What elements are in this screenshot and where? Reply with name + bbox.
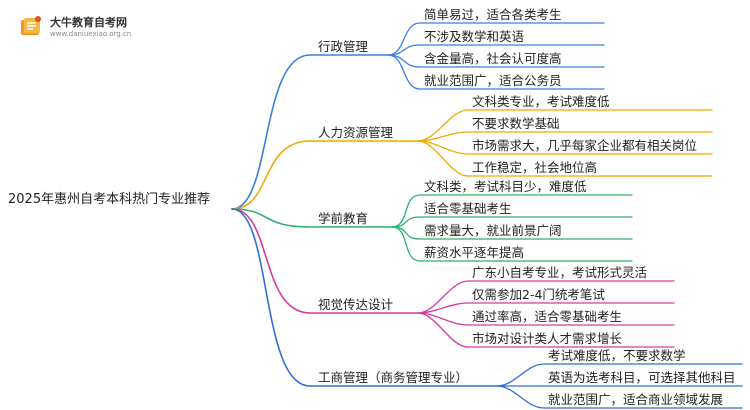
leaf-link	[391, 216, 633, 228]
leaf-label: 不涉及数学和英语	[424, 29, 525, 44]
branch-label: 行政管理	[318, 39, 369, 54]
leaf-label: 市场需求大，几乎每家企业都有相关岗位	[472, 138, 698, 153]
leaf-label: 文科类专业，考试难度低	[472, 94, 610, 109]
leaf-label: 适合零基础考生	[424, 201, 512, 216]
leaf-label: 仅需参加2-4门统考笔试	[472, 287, 605, 302]
branch-label: 学前教育	[318, 211, 369, 226]
book-logo-icon	[21, 16, 41, 35]
leaf-label: 工作稳定，社会地位高	[472, 160, 598, 175]
leaf-label: 通过率高，适合零基础考生	[472, 309, 623, 324]
leaf-label: 考试难度低，不要求数学	[548, 348, 686, 363]
branch-link	[231, 54, 389, 210]
logo-url: www.daniuexiao.org.cn	[50, 29, 132, 38]
leaf-link	[387, 22, 605, 56]
leaf-link	[417, 280, 675, 314]
leaf-link	[496, 385, 743, 409]
branch-link	[231, 208, 498, 387]
leaf-link	[417, 312, 675, 348]
leaf-label: 不要求数学基础	[472, 116, 560, 131]
branch-link	[231, 140, 419, 210]
branch-link	[231, 208, 393, 228]
branch-label: 视觉传达设计	[318, 297, 394, 312]
leaf-link	[417, 109, 713, 142]
leaf-link	[391, 194, 633, 228]
leaf-label: 就业范围广，适合商业领域发展	[548, 392, 724, 407]
leaf-link	[387, 54, 605, 90]
leaf-label: 薪资水平逐年提高	[424, 245, 525, 260]
leaf-link	[417, 140, 713, 177]
leaf-label: 市场对设计类人才需求增长	[472, 331, 623, 346]
leaf-link	[496, 363, 743, 387]
leaf-label: 英语为选考科目，可选择其他科目	[548, 370, 736, 385]
leaf-link	[417, 131, 713, 142]
branch-link	[231, 208, 419, 314]
leaf-label: 文科类，考试科目少，难度低	[424, 179, 587, 194]
leaf-label: 需求量大，就业前景广阔	[424, 223, 562, 238]
leaf-link	[417, 302, 675, 314]
branch-label: 工商管理（商务管理专业）	[318, 370, 469, 385]
logo-name: 大牛教育自考网	[50, 15, 127, 29]
root-topic: 2025年惠州自考本科热门专业推荐	[8, 192, 211, 207]
leaf-label: 含金量高，社会认可度高	[424, 51, 562, 66]
leaf-link	[391, 226, 633, 262]
leaf-link	[387, 44, 605, 56]
leaf-label: 简单易过，适合各类考生	[424, 7, 562, 22]
branch-label: 人力资源管理	[318, 125, 394, 140]
leaf-label: 广东小自考专业，考试形式灵活	[472, 265, 648, 280]
leaf-label: 就业范围广，适合公务员	[424, 73, 562, 88]
logo: 大牛教育自考网 www.daniuexiao.org.cn	[18, 14, 131, 40]
